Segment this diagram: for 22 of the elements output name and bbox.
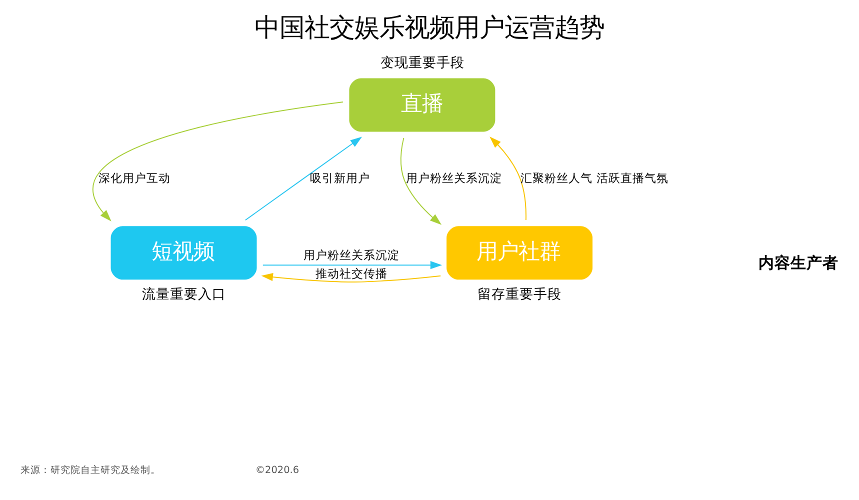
edge-label: 深化用户互动: [98, 170, 171, 185]
arrow: [261, 272, 442, 283]
edge-label: 用户粉丝关系沉淀: [406, 170, 502, 185]
node-label: 流量重要入口: [142, 286, 226, 302]
node-label: 留存重要手段: [478, 286, 562, 302]
arrow: [244, 136, 362, 221]
edge-label: 汇聚粉丝人气 活跃直播气氛: [520, 170, 668, 185]
arrow: [490, 136, 526, 220]
label: ©2020.6: [255, 464, 300, 476]
label: 来源：研究院自主研究及绘制。: [20, 464, 160, 476]
edge-label: 吸引新用户: [310, 170, 370, 185]
node-box: 直播: [349, 78, 496, 132]
node-box: 短视频: [110, 226, 257, 280]
label: 内容生产者: [758, 254, 838, 272]
diagram-title: 中国社交娱乐视频用户运营趋势: [254, 13, 604, 42]
node-label: 变现重要手段: [380, 54, 464, 71]
edge-label: 用户粉丝关系沉淀: [304, 248, 400, 262]
arrow: [262, 261, 442, 270]
node-box: 用户社群: [446, 226, 592, 280]
arrow: [92, 102, 344, 222]
arrow: [400, 137, 442, 225]
edge-label: 推动社交传播: [316, 266, 388, 280]
